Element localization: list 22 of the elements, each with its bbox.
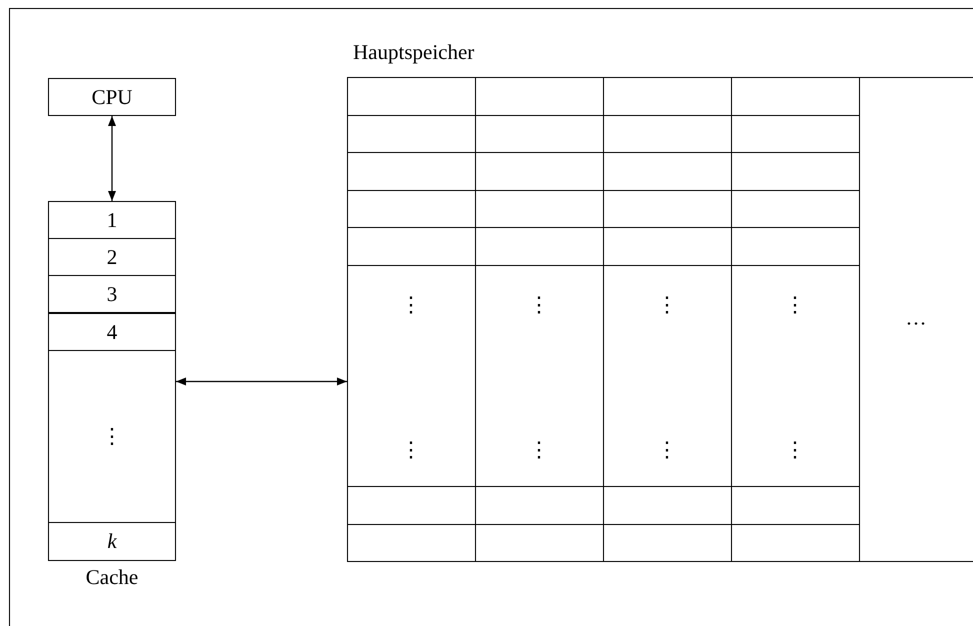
ellipsis: ⋮	[784, 440, 806, 460]
cell-label: 4	[106, 322, 118, 342]
ellipsis: ⋮	[400, 440, 422, 460]
ellipsis: ⋮	[400, 294, 422, 316]
ellipsis: …	[906, 308, 926, 328]
ellipsis: ⋮	[656, 440, 678, 460]
node-label: CPU	[92, 86, 132, 108]
cpu-box	[48, 78, 176, 116]
ellipsis: ⋮	[656, 294, 678, 316]
cell-label: ⋮	[102, 426, 122, 447]
column-caption: Cache	[86, 567, 138, 588]
double-arrow	[176, 378, 347, 386]
cell-label: 1	[106, 210, 118, 230]
cell-label: 2	[106, 246, 118, 268]
ellipsis: ⋮	[784, 294, 806, 316]
ellipsis: ⋮	[528, 294, 550, 316]
cell-label: 3	[106, 284, 118, 304]
cache-gap	[48, 350, 176, 523]
memory-title: Hauptspeicher	[353, 42, 474, 63]
ellipsis: ⋮	[528, 440, 550, 460]
double-arrow	[108, 116, 116, 201]
cell-label: k	[107, 531, 117, 552]
